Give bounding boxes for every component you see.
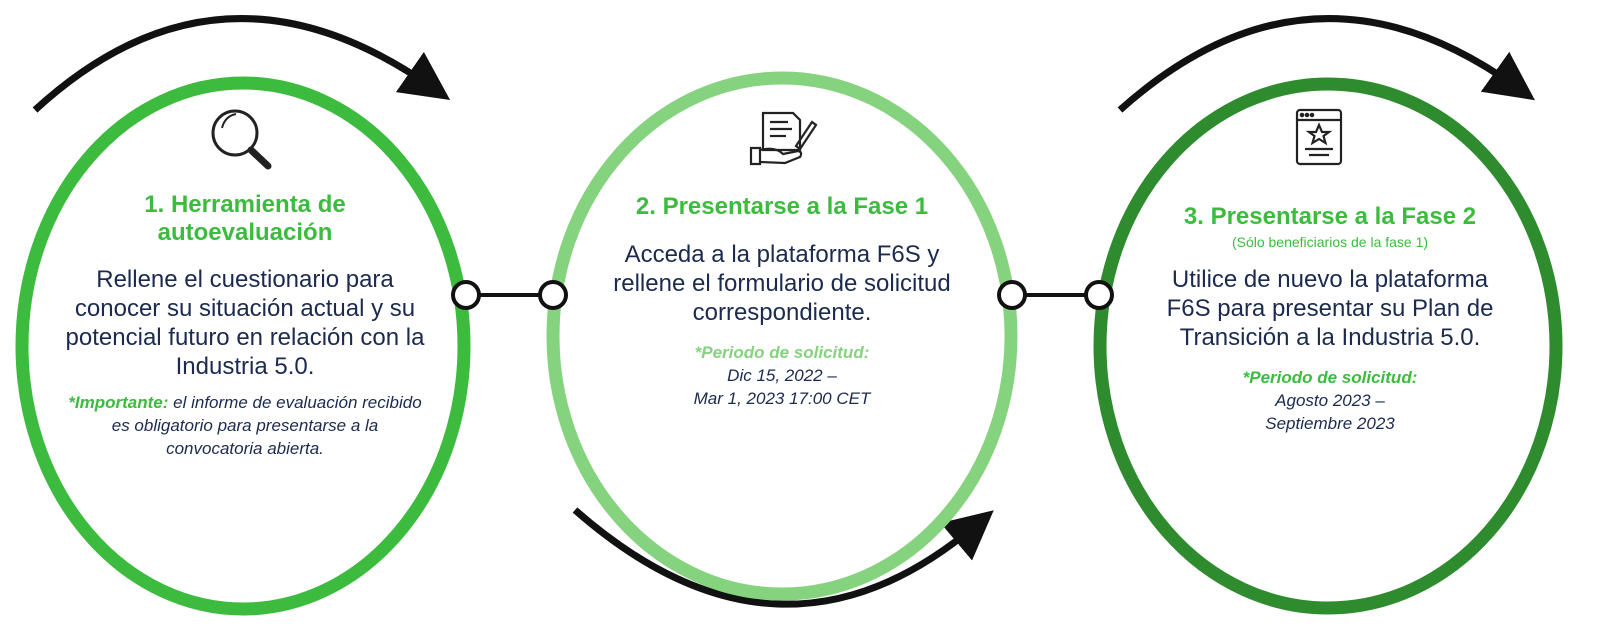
step-1-ellipse xyxy=(15,76,471,616)
curved-arrow-1 xyxy=(32,15,451,113)
step-2-period-line1: Dic 15, 2022 – xyxy=(727,366,837,385)
curved-arrow-2 xyxy=(572,507,994,608)
step-3-period: *Periodo de solicitud: Agosto 2023 – Sep… xyxy=(1130,366,1530,435)
step-3-text: 3. Presentarse a la Fase 2 (Sólo benefic… xyxy=(1130,203,1530,435)
step-3-ellipse xyxy=(1093,77,1563,615)
step-1-body: Rellene el cuestionario para conocer su … xyxy=(65,266,425,380)
step-2-period-line2: Mar 1, 2023 17:00 CET xyxy=(693,389,871,408)
curved-arrow-3 xyxy=(1117,15,1535,113)
connector-1-2 xyxy=(451,280,568,310)
step-1-text: 1. Herramienta de autoevaluación Rellene… xyxy=(50,191,440,460)
step-1-note: *Importante: el informe de evaluación re… xyxy=(50,391,440,460)
step-3-period-line2: Septiembre 2023 xyxy=(1265,414,1395,433)
browser-star-icon xyxy=(1295,108,1343,166)
connector-2-3 xyxy=(997,280,1114,310)
step-2-body: Acceda a la plataforma F6S y rellene el … xyxy=(613,241,951,326)
step-3-body: Utilice de nuevo la plataforma F6S para … xyxy=(1166,266,1494,351)
step-2-ellipse xyxy=(546,71,1018,601)
step-2-period-label: *Periodo de solicitud: xyxy=(694,343,870,362)
magnifying-glass-icon xyxy=(211,109,272,170)
step-2-text: 2. Presentarse a la Fase 1 Acceda a la p… xyxy=(582,193,982,410)
step-1-title: 1. Herramienta de autoevaluación xyxy=(144,191,346,246)
step-2-title: 2. Presentarse a la Fase 1 xyxy=(635,193,929,220)
document-signature-icon xyxy=(749,111,818,166)
step-3-subtitle: (Sólo beneficiarios de la fase 1) xyxy=(1231,234,1429,250)
step-1-note-text: el informe de evaluación recibido es obl… xyxy=(111,393,422,458)
step-1-note-label: *Importante: xyxy=(68,393,169,412)
step-3-period-line1: Agosto 2023 – xyxy=(1275,391,1385,410)
step-3-period-label: *Periodo de solicitud: xyxy=(1242,368,1418,387)
step-3-title: 3. Presentarse a la Fase 2 xyxy=(1183,203,1477,230)
step-2-period: *Periodo de solicitud: Dic 15, 2022 – Ma… xyxy=(582,341,982,410)
